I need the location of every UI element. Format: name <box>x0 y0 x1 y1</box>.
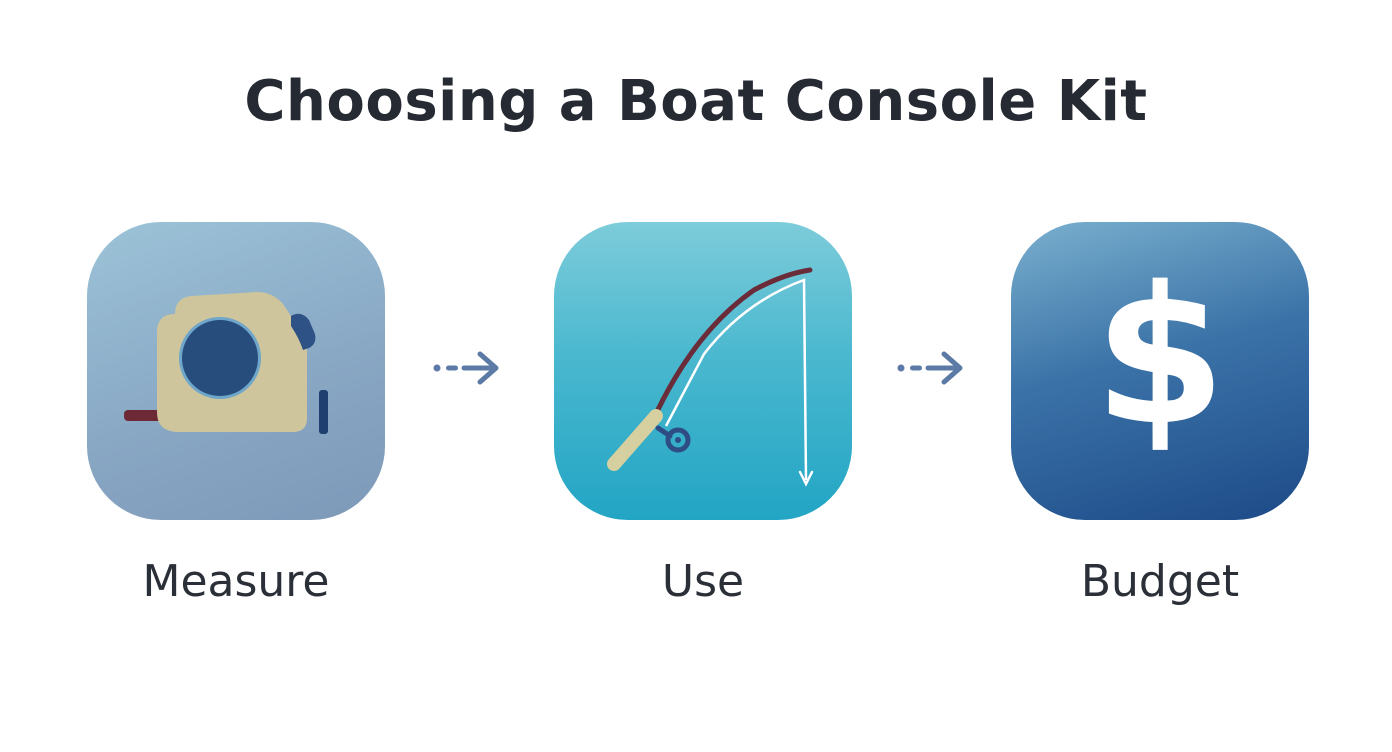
fishing-rod-icon <box>607 267 814 487</box>
svg-text:$: $ <box>1094 246 1226 467</box>
step-label-budget: Budget <box>1080 556 1240 607</box>
measure-tile <box>87 222 385 520</box>
arrow-right-icon <box>897 351 963 385</box>
dollar-sign-icon: $ <box>1094 246 1226 467</box>
step-label-measure: Measure <box>142 556 330 607</box>
budget-tile: $ <box>1011 222 1309 520</box>
step-label-use: Use <box>661 556 745 607</box>
page-title: Choosing a Boat Console Kit <box>244 69 1148 134</box>
arrow-right-icon <box>433 351 499 385</box>
use-tile <box>554 222 852 520</box>
tape-measure-icon <box>124 292 328 434</box>
